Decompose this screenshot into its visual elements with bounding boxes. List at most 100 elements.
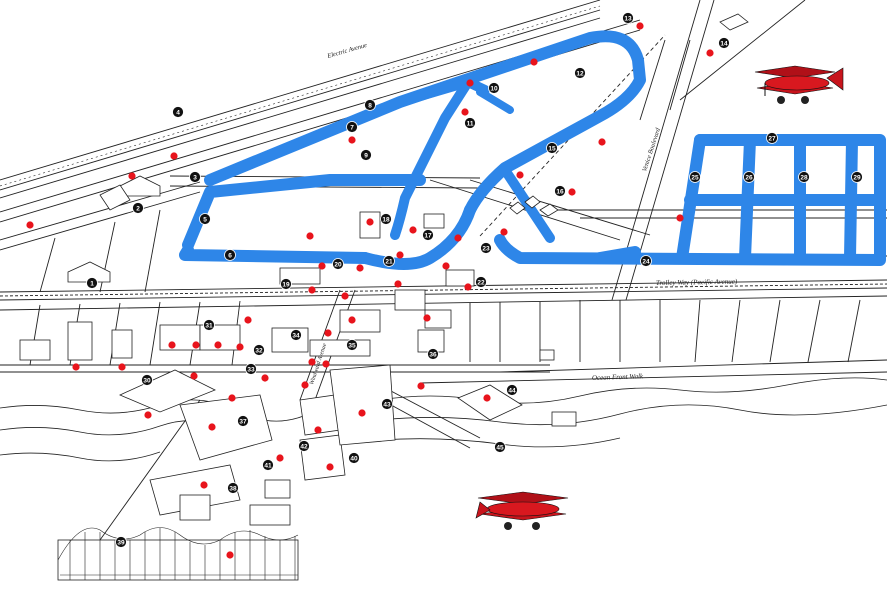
hotspot-dot-icon[interactable] [208, 423, 216, 431]
hotspot-dot-icon[interactable] [568, 188, 576, 196]
marker-16[interactable]: 16 [554, 185, 566, 197]
marker-3[interactable]: 3 [189, 171, 201, 183]
hotspot-dot-icon[interactable] [190, 372, 198, 380]
hotspot-dot-icon[interactable] [706, 49, 714, 57]
marker-35[interactable]: 35 [346, 339, 358, 351]
marker-29[interactable]: 29 [851, 171, 863, 183]
marker-5[interactable]: 5 [199, 213, 211, 225]
hotspot-dot-icon[interactable] [396, 251, 404, 259]
hotspot-dot-icon[interactable] [128, 172, 136, 180]
marker-31[interactable]: 31 [203, 319, 215, 331]
marker-40[interactable]: 40 [348, 452, 360, 464]
marker-24[interactable]: 24 [640, 255, 652, 267]
hotspot-dot-icon[interactable] [358, 409, 366, 417]
hotspot-dot-icon[interactable] [366, 218, 374, 226]
hotspot-dot-icon[interactable] [214, 341, 222, 349]
hotspot-dot-icon[interactable] [394, 280, 402, 288]
marker-28[interactable]: 28 [798, 171, 810, 183]
marker-41[interactable]: 41 [262, 459, 274, 471]
marker-34[interactable]: 34 [290, 329, 302, 341]
hotspot-dot-icon[interactable] [348, 316, 356, 324]
marker-6[interactable]: 6 [224, 249, 236, 261]
hotspot-dot-icon[interactable] [417, 382, 425, 390]
hotspot-dot-icon[interactable] [530, 58, 538, 66]
hotspot-dot-icon[interactable] [168, 341, 176, 349]
marker-10[interactable]: 10 [488, 82, 500, 94]
marker-36[interactable]: 36 [427, 348, 439, 360]
marker-1[interactable]: 1 [86, 277, 98, 289]
marker-11[interactable]: 11 [464, 117, 476, 129]
hotspot-dot-icon[interactable] [72, 363, 80, 371]
marker-19[interactable]: 19 [280, 278, 292, 290]
marker-number: 12 [576, 70, 584, 77]
hotspot-dot-icon[interactable] [454, 234, 462, 242]
marker-25[interactable]: 25 [689, 171, 701, 183]
marker-21[interactable]: 21 [383, 255, 395, 267]
hotspot-dot-icon[interactable] [464, 283, 472, 291]
marker-20[interactable]: 20 [332, 258, 344, 270]
marker-7[interactable]: 7 [346, 121, 358, 133]
marker-12[interactable]: 12 [574, 67, 586, 79]
hotspot-dot-icon[interactable] [466, 79, 474, 87]
hotspot-dot-icon[interactable] [516, 171, 524, 179]
marker-8[interactable]: 8 [364, 99, 376, 111]
hotspot-dot-icon[interactable] [461, 108, 469, 116]
hotspot-dot-icon[interactable] [348, 136, 356, 144]
hotspot-dot-icon[interactable] [598, 138, 606, 146]
marker-9[interactable]: 9 [360, 149, 372, 161]
hotspot-dot-icon[interactable] [356, 264, 364, 272]
hotspot-dot-icon[interactable] [318, 262, 326, 270]
marker-22[interactable]: 22 [475, 276, 487, 288]
marker-23[interactable]: 23 [480, 242, 492, 254]
hotspot-dot-icon[interactable] [326, 463, 334, 471]
marker-43[interactable]: 43 [381, 398, 393, 410]
marker-14[interactable]: 14 [718, 37, 730, 49]
hotspot-dot-icon[interactable] [200, 481, 208, 489]
hotspot-dot-icon[interactable] [409, 226, 417, 234]
hotspot-dot-icon[interactable] [322, 360, 330, 368]
hotspot-dot-icon[interactable] [301, 381, 309, 389]
hotspot-dot-icon[interactable] [261, 374, 269, 382]
hotspot-dot-icon[interactable] [483, 394, 491, 402]
hotspot-dot-icon[interactable] [170, 152, 178, 160]
marker-38[interactable]: 38 [227, 482, 239, 494]
marker-13[interactable]: 13 [622, 12, 634, 24]
marker-45[interactable]: 45 [494, 441, 506, 453]
hotspot-dot-icon[interactable] [144, 411, 152, 419]
hotspot-dot-icon[interactable] [636, 22, 644, 30]
marker-32[interactable]: 32 [253, 344, 265, 356]
marker-39[interactable]: 39 [115, 536, 127, 548]
marker-26[interactable]: 26 [743, 171, 755, 183]
hotspot-dot-icon[interactable] [244, 316, 252, 324]
marker-17[interactable]: 17 [422, 229, 434, 241]
hotspot-dot-icon[interactable] [423, 314, 431, 322]
marker-33[interactable]: 33 [245, 363, 257, 375]
marker-27[interactable]: 27 [766, 132, 778, 144]
hotspot-dot-icon[interactable] [226, 551, 234, 559]
marker-15[interactable]: 15 [546, 142, 558, 154]
hotspot-dot-icon[interactable] [308, 358, 316, 366]
hotspot-dot-icon[interactable] [228, 394, 236, 402]
marker-4[interactable]: 4 [172, 106, 184, 118]
hotspot-dot-icon[interactable] [324, 329, 332, 337]
hotspot-dot-icon[interactable] [236, 343, 244, 351]
hotspot-dot-icon[interactable] [276, 454, 284, 462]
hotspot-dot-icon[interactable] [308, 286, 316, 294]
marker-44[interactable]: 44 [506, 384, 518, 396]
hotspot-dot-icon[interactable] [314, 426, 322, 434]
hotspot-dot-icon[interactable] [442, 262, 450, 270]
hotspot-dot-icon[interactable] [306, 232, 314, 240]
marker-18[interactable]: 18 [380, 213, 392, 225]
hotspot-dot-icon[interactable] [341, 292, 349, 300]
marker-37[interactable]: 37 [237, 415, 249, 427]
marker-circle [227, 482, 239, 494]
marker-42[interactable]: 42 [298, 440, 310, 452]
hotspot-dot-icon[interactable] [500, 228, 508, 236]
hotspot-dot-icon[interactable] [118, 363, 126, 371]
hotspot-dot-icon[interactable] [192, 341, 200, 349]
marker-2[interactable]: 2 [132, 202, 144, 214]
hotspot-dot-icon[interactable] [676, 214, 684, 222]
marker-30[interactable]: 30 [141, 374, 153, 386]
hotspot-dot-icon[interactable] [26, 221, 34, 229]
